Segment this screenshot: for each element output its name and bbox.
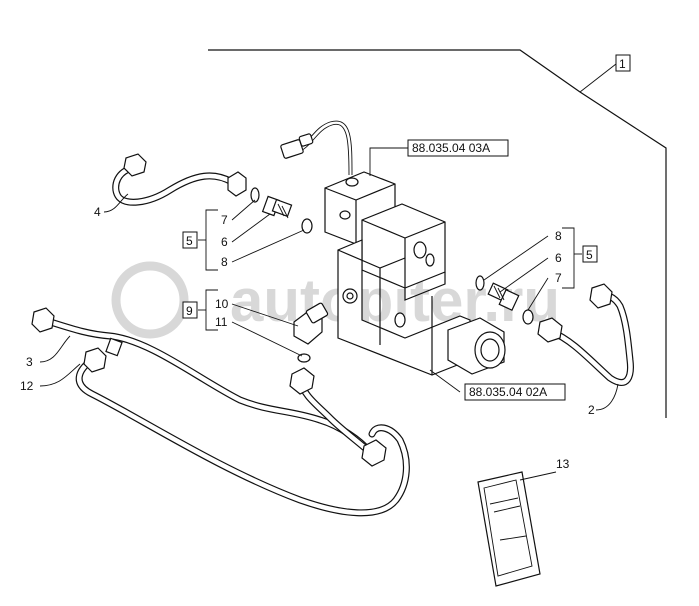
callout-4: 4 (94, 205, 101, 219)
left-upper-fitting-group (250, 187, 313, 234)
svg-text:9: 9 (186, 304, 193, 318)
callout-2: 2 (588, 403, 595, 417)
callout-8-left: 8 (221, 255, 228, 269)
ref-lower-block-text: 88.035.04 02A (469, 385, 547, 399)
callout-9: 9 (182, 301, 198, 319)
callout-7-left: 7 (221, 213, 228, 227)
callout-5-left: 5 (182, 231, 198, 249)
sensor-connector (280, 120, 353, 176)
main-valve-body (337, 203, 471, 376)
pipe-3 (31, 307, 374, 456)
pipe-2 (537, 283, 634, 386)
callout-10: 10 (215, 297, 229, 311)
valve-cap-nut (447, 317, 506, 375)
callout-3: 3 (26, 355, 33, 369)
pipe-12 (75, 347, 410, 517)
callout-7-right: 7 (555, 271, 562, 285)
callout-13: 13 (556, 457, 570, 471)
callout-6-right: 6 (555, 251, 562, 265)
callout-11: 11 (215, 315, 228, 329)
pipe-4 (112, 153, 247, 206)
callout-8-right: 8 (555, 229, 562, 243)
ref-upper-block-text: 88.035.04 03A (412, 141, 490, 155)
o-ring-7-right (522, 309, 534, 325)
pipe-elbow-down (289, 367, 387, 467)
svg-text:5: 5 (186, 234, 193, 248)
elbow-fitting-group (293, 302, 329, 363)
svg-text:5: 5 (586, 248, 593, 262)
bracket-5-right (562, 227, 582, 289)
right-fitting-group (475, 275, 534, 325)
manual-booklet (477, 471, 541, 587)
svg-text:1: 1 (619, 57, 626, 71)
callout-6-left: 6 (221, 235, 228, 249)
callout-1: 1 (615, 54, 631, 72)
o-ring-8-right (475, 275, 485, 291)
bracket-9 (198, 289, 218, 331)
o-ring-8-left (301, 218, 313, 234)
ref-lower-block: 88.035.04 02A (464, 383, 566, 401)
callout-5-right: 5 (582, 245, 598, 263)
ref-upper-block: 88.035.04 03A (407, 139, 509, 157)
callout-12: 12 (20, 379, 34, 393)
bracket-5-left (198, 209, 218, 271)
o-ring-7-left (250, 187, 260, 203)
